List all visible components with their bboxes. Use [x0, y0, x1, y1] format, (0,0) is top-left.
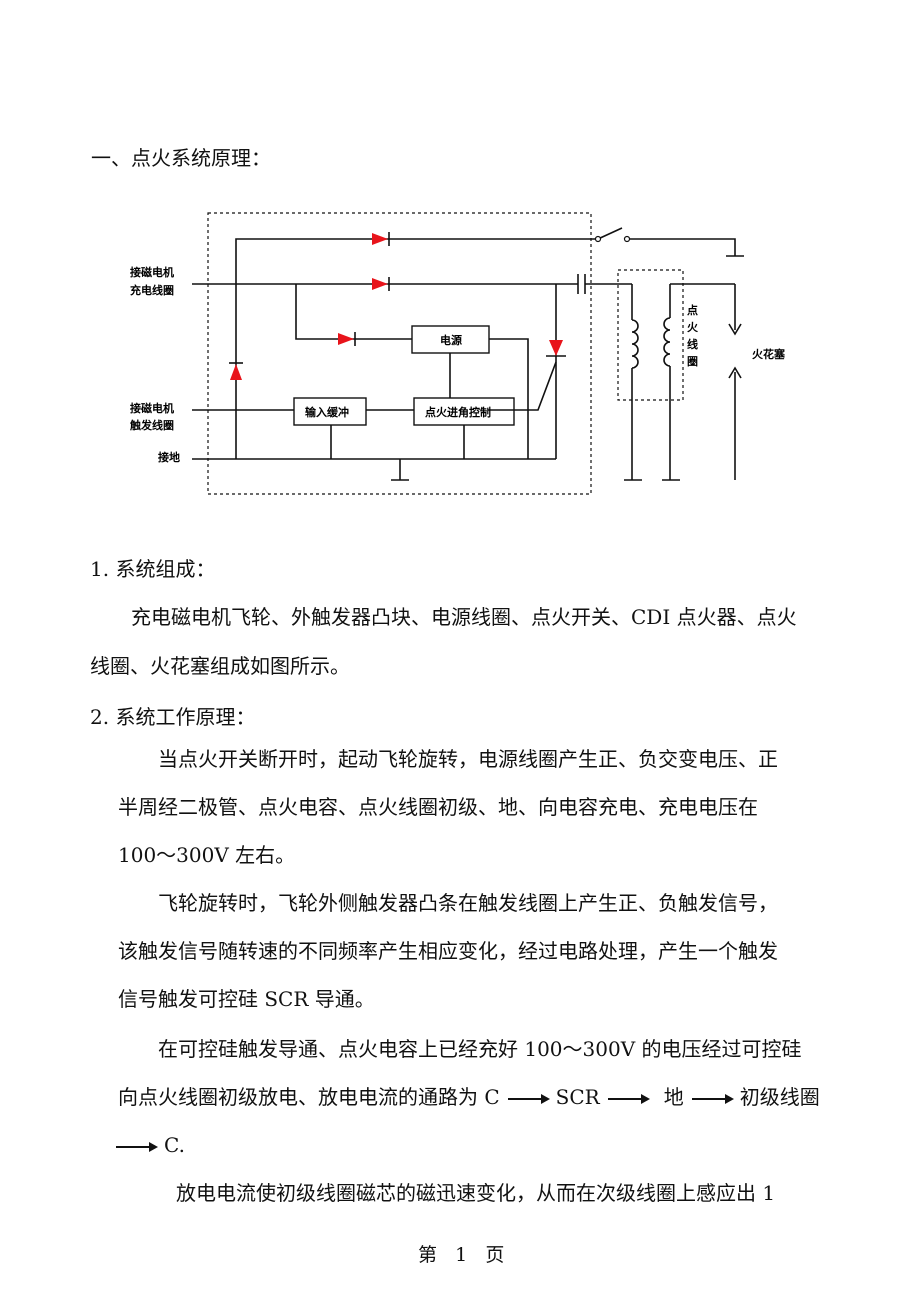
paragraph-line: 飞轮旋转时，飞轮外侧触发器凸条在触发线圈上产生正、负触发信号， [158, 891, 778, 915]
flow-primary: 初级线圈 [739, 1085, 820, 1109]
label-trigger-coil-1: 接磁电机 [130, 401, 174, 415]
switch-contact [623, 235, 631, 243]
arrow-icon [691, 1093, 734, 1104]
arrow-icon [116, 1141, 158, 1152]
input-buffer-box [293, 397, 367, 426]
diode-top [372, 232, 390, 246]
flow-end: C. [164, 1133, 185, 1157]
paragraph-line: 信号触发可控硅 SCR 导通。 [118, 987, 375, 1011]
paragraph-line-flow: C. [116, 1133, 185, 1157]
page-footer: 第 1 页 [418, 1244, 505, 1266]
diode-left [229, 362, 243, 380]
label-coil-char: 线 [687, 337, 698, 351]
switch-contact [594, 235, 602, 243]
section-2-title: 2. 系统工作原理： [90, 705, 256, 729]
scr-symbol [549, 340, 563, 356]
paragraph-line: 在可控硅触发导通、点火电容上已经充好 100～300V 的电压经过可控硅 [158, 1037, 802, 1061]
arrow-icon [607, 1093, 650, 1104]
label-coil-char: 火 [687, 321, 699, 334]
cdi-boundary [207, 212, 592, 495]
diode-power [338, 332, 356, 346]
flow-ground: 地 [663, 1085, 684, 1109]
label-trigger-coil-2: 触发线圈 [129, 418, 174, 432]
label-control: 点火进角控制 [425, 405, 491, 419]
flow-scr: SCR [555, 1085, 600, 1109]
label-input-buffer: 输入缓冲 [305, 405, 349, 419]
paragraph-line: 该触发信号随转速的不同频率产生相应变化，经过电路处理，产生一个触发 [118, 939, 778, 963]
label-coil-char: 圈 [687, 355, 698, 368]
label-charge-coil-1: 接磁电机 [130, 265, 174, 279]
paragraph-line: 线圈、火花塞组成如图所示。 [90, 654, 350, 678]
label-charge-coil-2: 充电线圈 [130, 283, 174, 297]
label-coil-char: 点 [687, 303, 698, 317]
flow-prefix: 向点火线圈初级放电、放电电流的通路为 C [118, 1085, 500, 1109]
arrow-icon [507, 1093, 550, 1104]
paragraph-line-flow: 向点火线圈初级放电、放电电流的通路为 C SCR 地 初级线圈 [118, 1085, 820, 1109]
label-ground: 接地 [158, 450, 180, 464]
label-spark-plug: 火花塞 [752, 347, 786, 361]
label-power: 电源 [440, 333, 462, 347]
section-1-title: 1. 系统组成： [90, 557, 216, 581]
diode-main [372, 277, 390, 291]
paragraph-line: 半周经二极管、点火电容、点火线圈初级、地、向电容充电、充电电压在 [118, 795, 758, 819]
coil-boundary [617, 269, 684, 401]
section-heading: 一、点火系统原理： [91, 146, 271, 170]
paragraph-line: 放电电流使初级线圈磁芯的磁迅速变化，从而在次级线圈上感应出 1 [176, 1181, 776, 1205]
paragraph-line: 充电磁电机飞轮、外触发器凸块、电源线圈、点火开关、CDI 点火器、点火 [131, 605, 797, 629]
paragraph-line: 100～300V 左右。 [118, 843, 296, 867]
paragraph-line: 当点火开关断开时，起动飞轮旋转，电源线圈产生正、负交变电压、正 [158, 747, 778, 771]
